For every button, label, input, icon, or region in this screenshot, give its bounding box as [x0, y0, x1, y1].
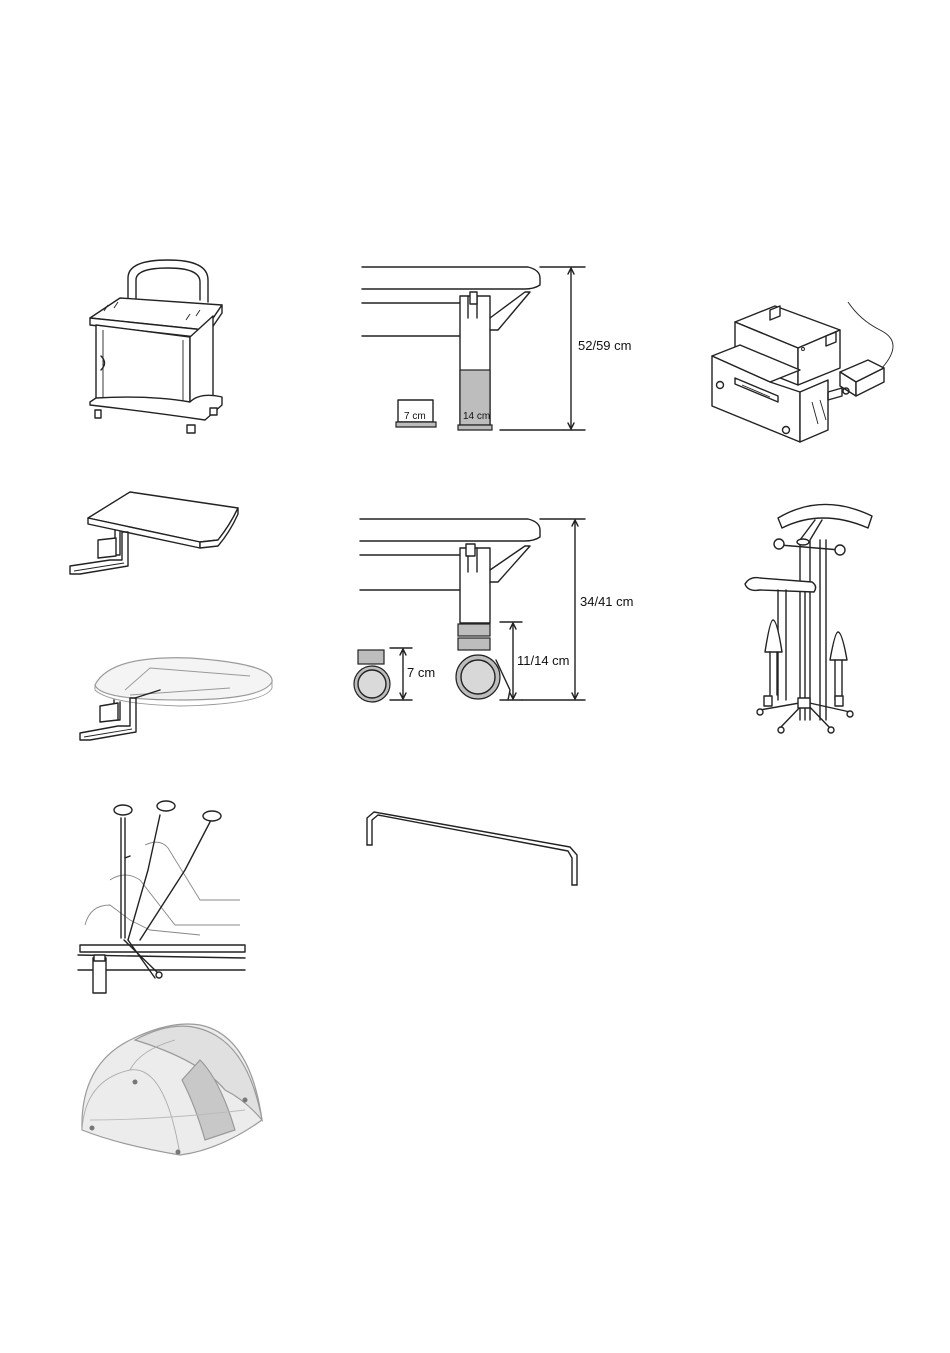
canopy-illustration	[82, 1024, 262, 1155]
caster-height-diagram: 7 cm 11/14 cm 34/41 cm	[354, 519, 633, 702]
caster-11-14cm-label: 11/14 cm	[517, 653, 570, 668]
height-casters-label: 34/41 cm	[580, 594, 633, 609]
side-rail-illustration	[367, 812, 577, 885]
side-shelf-illustration	[70, 492, 238, 574]
control-box-illustration	[712, 302, 893, 442]
bedside-cabinet-illustration	[90, 260, 222, 433]
caster-7cm-label: 7 cm	[407, 665, 435, 680]
foot-7cm-label: 7 cm	[404, 411, 426, 422]
valet-stand-illustration	[745, 504, 872, 733]
caster-ring-upper	[458, 624, 490, 636]
feet-height-diagram: 7 cm 14 cm 52/59 cm	[362, 267, 631, 430]
adjustable-arm-illustration	[78, 801, 245, 993]
height-feet-label: 52/59 cm	[578, 338, 631, 353]
round-tray-illustration	[80, 658, 272, 740]
foot-14cm-label: 14 cm	[463, 411, 490, 422]
caster-ring-lower	[458, 638, 490, 650]
